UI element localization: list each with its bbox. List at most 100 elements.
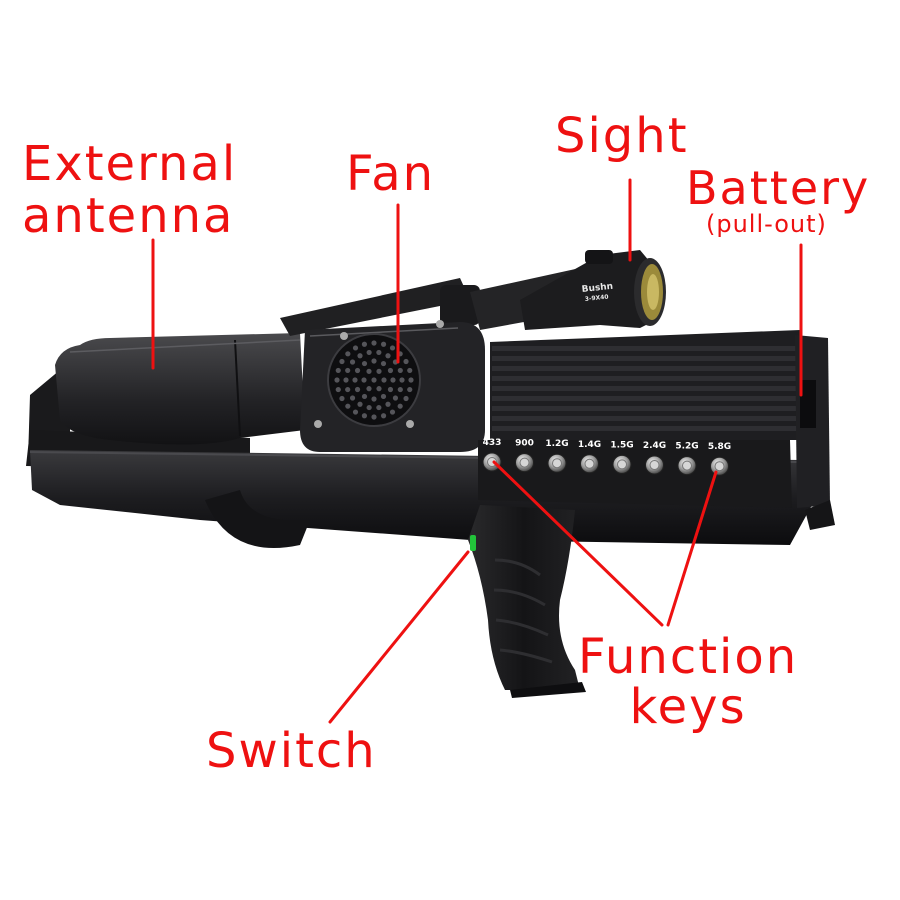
fan-grille-hole bbox=[371, 396, 377, 402]
fan-grille-hole bbox=[392, 395, 399, 401]
fan-grille-hole bbox=[352, 409, 359, 415]
heatsink-rib bbox=[492, 356, 797, 361]
function-keys-label-line2: keys bbox=[629, 679, 747, 735]
fan-grille-hole bbox=[343, 377, 349, 383]
external-antenna-label-line1: External bbox=[22, 136, 238, 192]
fan-grille-hole bbox=[397, 367, 403, 374]
fan-grille-hole bbox=[387, 367, 394, 374]
fan-grille-hole bbox=[366, 368, 372, 374]
fan-grille-hole bbox=[349, 395, 356, 401]
battery-compartment bbox=[795, 335, 835, 530]
scope-brand: Bushn bbox=[581, 282, 613, 295]
fan-grille-hole bbox=[407, 367, 413, 374]
fan-grille-hole bbox=[390, 377, 396, 383]
fan-grille-hole bbox=[381, 377, 387, 383]
fan-grille-hole bbox=[376, 386, 382, 392]
fan-grille-hole bbox=[376, 349, 382, 356]
fan-grille-hole bbox=[376, 404, 382, 411]
fan-grille-hole bbox=[371, 340, 377, 346]
fan-grille-hole bbox=[366, 404, 372, 411]
battery-note-label: (pull-out) bbox=[706, 210, 827, 238]
fan-grille-hole bbox=[345, 386, 351, 393]
fan-grille-hole bbox=[371, 414, 377, 420]
fan-grille-hole bbox=[399, 377, 405, 383]
fan-grille-hole bbox=[366, 386, 372, 392]
leader-function-keys-a bbox=[492, 460, 664, 627]
fan-grille-hole bbox=[387, 386, 394, 393]
antenna-housing bbox=[55, 333, 305, 445]
sight-label: Sight bbox=[555, 108, 689, 164]
fan-grille-hole bbox=[403, 358, 409, 365]
leader-lines bbox=[151, 178, 803, 724]
heatsink-rib bbox=[492, 346, 797, 351]
fan-grille-hole bbox=[385, 401, 391, 407]
switch-indicator bbox=[470, 535, 476, 551]
fan-grille-hole bbox=[361, 393, 368, 400]
frequency-key-label: 900 bbox=[515, 439, 534, 449]
frequency-key-button-cap bbox=[682, 460, 692, 471]
fan-grille-hole bbox=[361, 360, 368, 367]
fan-grille-hole bbox=[352, 377, 358, 383]
sight-scope: Bushn 3-9X40 bbox=[280, 250, 666, 336]
fan-grille-hole bbox=[403, 395, 409, 402]
external-antenna-label: External antenna bbox=[22, 138, 237, 242]
external-antenna-label-line2: antenna bbox=[22, 188, 235, 244]
fan-grille-hole bbox=[397, 403, 403, 409]
fan-grille-hole bbox=[354, 386, 361, 393]
switch-label: Switch bbox=[206, 723, 377, 779]
fan-grille-hole bbox=[349, 359, 356, 365]
fan-grille-hole bbox=[361, 413, 368, 419]
fan-grille-hole bbox=[352, 345, 359, 351]
frequency-key-label: 1.2G bbox=[545, 439, 568, 449]
fan-label: Fan bbox=[346, 146, 436, 202]
fan-grille-hole bbox=[339, 358, 345, 365]
frequency-key-button-cap bbox=[552, 458, 562, 469]
heatsink-rib bbox=[492, 396, 797, 401]
fan-grille-hole bbox=[380, 413, 387, 419]
heatsink-rib bbox=[492, 406, 797, 411]
fan-grille-hole bbox=[385, 353, 391, 359]
fan-grille-hole bbox=[357, 401, 363, 407]
battery-label: Battery bbox=[686, 161, 871, 215]
fan-grille-hole bbox=[361, 341, 368, 347]
function-keys-label: Function keys bbox=[578, 632, 798, 732]
fan-grille-hole bbox=[408, 377, 414, 383]
frequency-key-label: 5.8G bbox=[708, 442, 731, 452]
fan-grille-hole bbox=[389, 345, 396, 351]
frequency-key-label: 1.5G bbox=[610, 440, 633, 450]
fan-grille-hole bbox=[345, 367, 351, 374]
fan-grille-hole bbox=[335, 367, 341, 374]
fan-grille-hole bbox=[366, 349, 372, 356]
fan-grille-hole bbox=[380, 360, 387, 367]
fan-grille-hole bbox=[380, 393, 387, 400]
leader-function-keys-b bbox=[666, 470, 718, 627]
fan-grille-hole bbox=[380, 341, 387, 347]
heatsink-rib bbox=[492, 416, 797, 421]
frequency-key-button-cap bbox=[519, 457, 530, 468]
pistol-grip bbox=[468, 505, 586, 698]
heatsink-rib bbox=[492, 366, 797, 371]
frequency-key-button-cap bbox=[714, 461, 725, 472]
fan-grille-hole bbox=[397, 386, 403, 393]
fan-grille-hole bbox=[334, 377, 340, 383]
heatsink-rib bbox=[492, 426, 797, 431]
fan-grille-hole bbox=[371, 377, 377, 383]
frequency-key-button-cap bbox=[584, 458, 595, 469]
frequency-key-label: 2.4G bbox=[643, 441, 666, 451]
fan-grille-hole bbox=[345, 403, 351, 409]
fan-grille-hole bbox=[361, 377, 367, 383]
fan-grille-hole bbox=[345, 351, 351, 357]
scope-model: 3-9X40 bbox=[584, 294, 608, 303]
frequency-key-button-cap bbox=[649, 460, 660, 470]
fan-module bbox=[300, 320, 485, 452]
frequency-key-label: 433 bbox=[483, 438, 502, 448]
leader-switch bbox=[328, 550, 470, 724]
fan-grille-hole bbox=[354, 367, 361, 374]
heatsink bbox=[490, 330, 800, 440]
fan-grille-hole bbox=[407, 386, 413, 393]
heatsink-rib bbox=[492, 386, 797, 391]
fan-grille-hole bbox=[371, 358, 377, 364]
fan-grille-hole bbox=[376, 368, 382, 374]
